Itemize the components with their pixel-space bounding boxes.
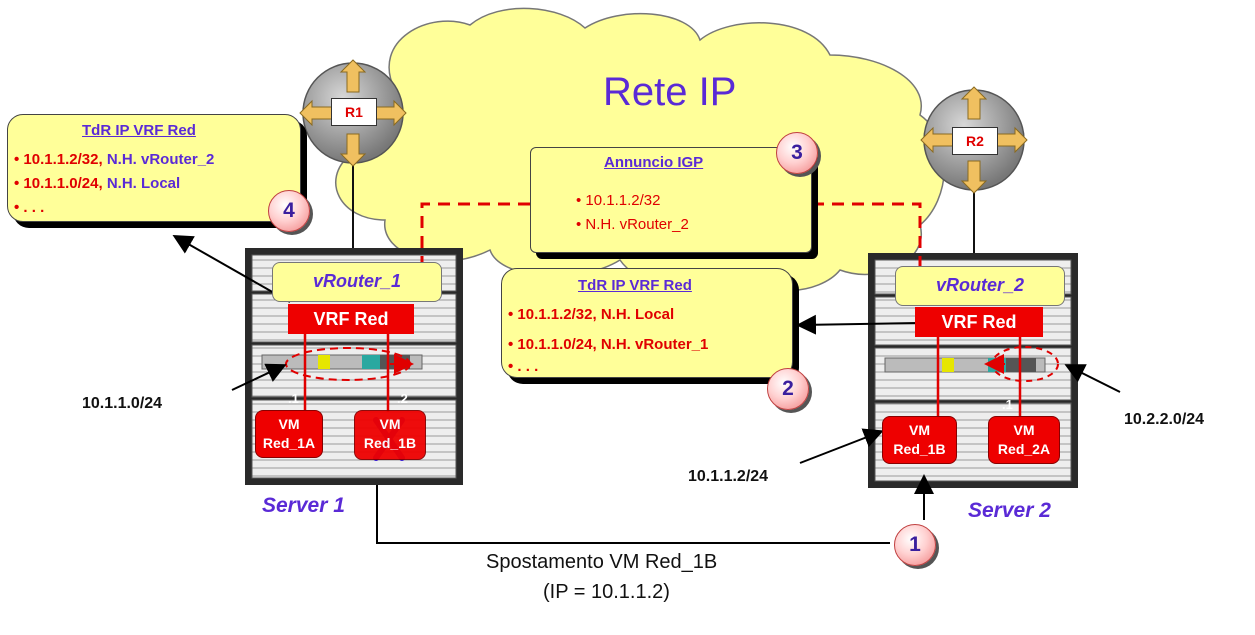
server1-label: Server 1	[262, 494, 345, 517]
vrf-red-server2: VRF Red	[915, 307, 1043, 337]
routing-table-left-line-2: • 10.1.1.0/24, N.H. Local	[14, 175, 180, 192]
route-prefix: • 10.1.1.2/32,	[14, 151, 103, 168]
routing-table-left-line-1: • 10.1.1.2/32, N.H. vRouter_2	[14, 151, 214, 168]
igp-announcement-title: Annuncio IGP	[604, 154, 704, 171]
igp-line-2: • N.H. vRouter_2	[576, 216, 689, 233]
migration-path	[376, 485, 890, 544]
igp-line-1: • 10.1.1.2/32	[576, 192, 661, 209]
route-prefix: • . . .	[14, 199, 45, 216]
routing-table-note-mid	[501, 268, 793, 378]
vm-label: VM	[1013, 422, 1035, 438]
step-badge-1: 1	[894, 524, 936, 566]
migration-caption-line1: Spostamento VM Red_1B	[486, 551, 718, 573]
igp-path	[420, 202, 922, 268]
vm-name: Red_1B	[363, 435, 417, 451]
route-prefix: • 10.1.1.0/24,	[14, 175, 103, 192]
server1-dot1: .1	[288, 391, 299, 406]
vrf-red-server1: VRF Red	[288, 304, 414, 334]
routing-table-title-mid: TdR IP VRF Red	[578, 277, 692, 294]
server1-subnet: 10.1.1.0/24	[82, 395, 163, 412]
arrow-subnet2	[1064, 364, 1121, 393]
arrow-subnet1	[231, 363, 287, 391]
server2-dot1: .1	[1002, 397, 1013, 412]
routing-table-mid-line-2: • 10.1.1.0/24, N.H. vRouter_1	[508, 336, 709, 353]
routing-table-title-left: TdR IP VRF Red	[82, 122, 196, 139]
router-r1-label: R1	[331, 98, 377, 126]
route-next-hop: N.H. Local	[102, 175, 181, 192]
vrouter-2: vRouter_2	[895, 266, 1065, 306]
route-next-hop: N.H. vRouter_2	[102, 151, 215, 168]
vm-red-1b-old: VM Red_1B	[354, 410, 426, 460]
vm-name: Red_2A	[997, 441, 1051, 457]
routing-table-mid-line-3: • . . .	[508, 358, 539, 375]
vm-label: VM	[379, 416, 401, 432]
arrow-to-left-table	[172, 235, 291, 303]
vm-red-2a: VM Red_2A	[988, 416, 1060, 464]
server2-subnet: 10.2.2.0/24	[1124, 411, 1205, 428]
vm-red-1b-new: VM Red_1B	[882, 416, 957, 464]
arrow-to-mid-table	[796, 314, 919, 335]
migration-caption-line2: (IP = 10.1.1.2)	[543, 581, 670, 603]
step-badge-3: 3	[776, 132, 818, 174]
cloud-title: Rete IP	[603, 70, 737, 114]
step-badge-4: 4	[268, 190, 310, 232]
routing-table-note-left	[7, 114, 301, 222]
vm-label: VM	[278, 416, 300, 432]
vm-name: Red_1A	[262, 435, 316, 451]
routing-table-mid-line-1: • 10.1.1.2/32, N.H. Local	[508, 306, 675, 323]
arrow-vm-addr	[799, 428, 884, 464]
vm-label: VM	[909, 422, 930, 438]
server1-dot2: .2	[397, 391, 408, 406]
server2-label: Server 2	[968, 499, 1051, 522]
router-r2	[920, 86, 1028, 194]
vm-migrated-address: 10.1.1.2/24	[688, 468, 769, 485]
vrouter-1: vRouter_1	[272, 262, 442, 302]
igp-announcement-note	[530, 147, 812, 253]
vm-name: Red_1B	[893, 441, 946, 457]
step-badge-2: 2	[767, 368, 809, 410]
vm-red-1a: VM Red_1A	[255, 410, 323, 458]
router-r2-label: R2	[952, 127, 998, 155]
routing-table-left-line-3: • . . .	[14, 199, 44, 216]
